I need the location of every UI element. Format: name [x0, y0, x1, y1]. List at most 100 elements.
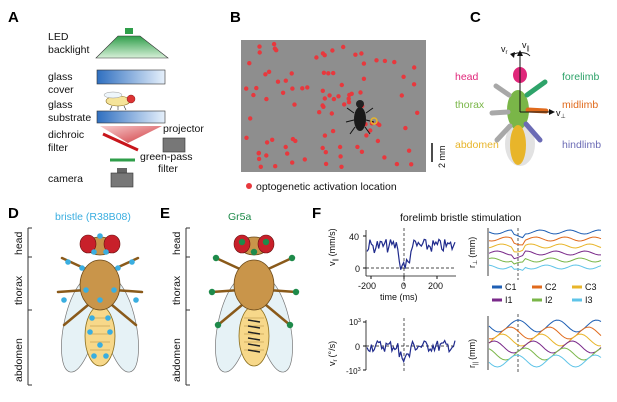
bristle-marker [133, 297, 139, 303]
left-hindlimb [494, 123, 513, 143]
rperp-trace-i2 [488, 257, 602, 265]
rpar-plot: r||(mm) [467, 314, 602, 372]
legend-label-i2: I2 [545, 295, 553, 305]
rpar-ylabel: r||(mm) [467, 339, 479, 368]
right-eye [103, 234, 121, 254]
bristle-marker [89, 315, 95, 321]
gr5a-marker [288, 254, 296, 262]
activation-dot [314, 55, 319, 60]
activation-dot [244, 86, 249, 91]
fly-icon [103, 91, 136, 111]
activation-dot [415, 110, 420, 116]
activation-dot [323, 161, 329, 167]
abdomen-hair [247, 331, 261, 335]
vpar-xtick-200: 200 [428, 281, 443, 291]
body-bracket-e [185, 227, 190, 386]
activation-dot [339, 164, 344, 169]
activation-dot [272, 46, 278, 51]
rpar-trace-i1 [488, 340, 602, 354]
gr5a-marker [212, 254, 220, 262]
panel-c-letter: C [470, 9, 481, 26]
bristle-marker [97, 342, 103, 348]
activation-dot [266, 69, 272, 75]
activation-dot [320, 88, 325, 94]
arena-image [241, 40, 426, 172]
legend-label-i3: I3 [585, 295, 593, 305]
activation-dot [330, 128, 336, 134]
activation-dot [248, 116, 253, 121]
leg [264, 256, 294, 272]
activation-dot [346, 100, 352, 105]
projector-label: projector [163, 123, 204, 135]
panel-d-title: bristle (R38B08) [55, 211, 131, 223]
activation-dot [283, 78, 288, 83]
gr5a-marker [250, 248, 258, 256]
led-label: LED [48, 31, 69, 43]
green-pass-label-2: filter [158, 163, 178, 175]
activation-dot [300, 86, 305, 91]
abdomen-hair [247, 349, 261, 353]
panel-f: F forelimb bristle stimulation 40 0 -200… [312, 205, 602, 376]
vpar-ytick-40: 40 [349, 232, 359, 242]
v-perp-label: v⊥ [556, 108, 566, 120]
rpar-trace-i2 [488, 347, 602, 361]
gr5a-marker [214, 321, 222, 329]
rpar-trace-i3 [488, 354, 602, 368]
activation-dots [244, 41, 420, 169]
abdomen-label-d: abdomen [13, 338, 25, 382]
vr-ytick-bottom: -103 [346, 367, 361, 376]
rperp-plot: r⊥(mm) [467, 228, 602, 280]
abdomen [238, 305, 270, 367]
panel-f-letter: F [312, 205, 321, 222]
abdomen-hair [247, 319, 261, 323]
activation-dot [339, 82, 344, 88]
dichroic-filter [102, 132, 139, 152]
forelimb-segment [524, 79, 548, 98]
activation-dot [305, 85, 310, 90]
bristle-marker [107, 329, 113, 335]
activation-dot [275, 79, 281, 84]
left-midlimb [489, 109, 511, 116]
activation-dot [244, 135, 249, 140]
panel-b-letter: B [230, 9, 241, 26]
scale-bar-label: 2 mm [437, 146, 447, 169]
activation-dot [247, 61, 252, 66]
panel-e: E Gr5a head thorax abdomen [160, 205, 300, 386]
rperp-ylabel: r⊥(mm) [467, 237, 479, 268]
bristle-marker [79, 265, 85, 271]
vr-plot: 103 0 -103 vr(°/s) [327, 318, 456, 376]
camera-lens [117, 168, 127, 173]
panel-a: A LED backlight glass cover glass substr… [8, 9, 204, 188]
bristle-marker [103, 353, 109, 359]
bristle-marker [65, 259, 71, 265]
activation-dot [412, 65, 417, 70]
leg [214, 256, 244, 272]
activation-dot [320, 145, 325, 151]
activation-dot [302, 157, 307, 162]
activation-dot [289, 71, 294, 76]
legend-label-c2: C2 [545, 282, 557, 292]
panel-d: D bristle (R38B08) head thorax abdomen [8, 205, 144, 386]
bristle-marker [97, 297, 103, 303]
dichroic-label-1: dichroic [48, 129, 84, 141]
activation-dot [411, 82, 417, 87]
activation-dot [382, 155, 387, 160]
bristle-marker [129, 259, 135, 265]
arena-fly [345, 100, 378, 135]
activation-dot [361, 76, 367, 82]
gr5a-marker [286, 321, 294, 329]
activation-dot [346, 96, 351, 101]
activation-dot [292, 102, 297, 107]
rperp-trace-i3 [488, 264, 602, 271]
hindlimb-label: hindlimb [562, 139, 601, 151]
activation-dot [349, 91, 354, 97]
activation-dot [290, 160, 295, 165]
activation-dot [399, 93, 404, 98]
bristle-marker [87, 329, 93, 335]
gr5a-marker [262, 238, 270, 246]
vpar-xtick-minus200: -200 [358, 281, 376, 291]
vpar-trace [366, 238, 456, 270]
thorax [233, 259, 275, 311]
backlight-label: backlight [48, 44, 90, 56]
